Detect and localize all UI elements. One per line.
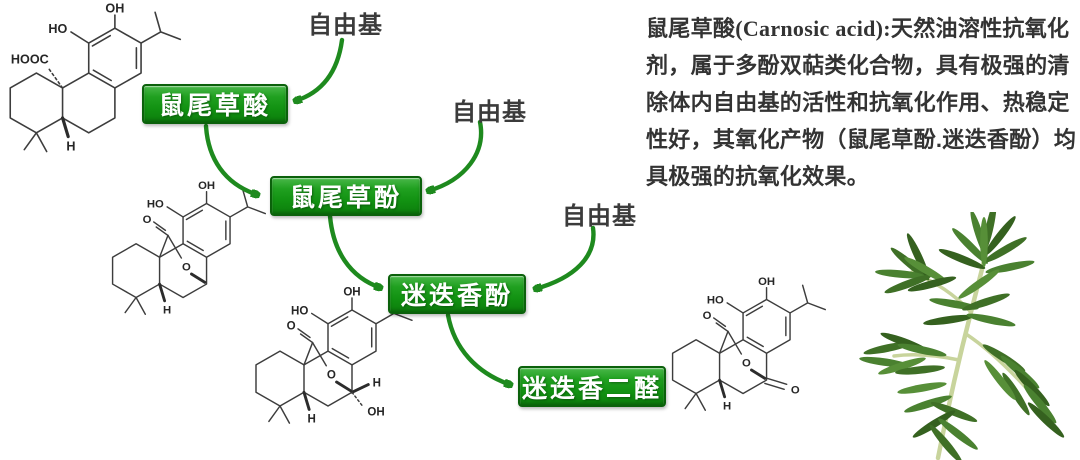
free-radical-label-3: 自由基 <box>562 203 637 230</box>
atom-label: H <box>163 304 171 316</box>
atom-label: O <box>742 358 751 370</box>
carnosic-acid-structure: OH HO HOOC H <box>9 2 182 154</box>
atom-label: H <box>66 140 75 154</box>
node-rosmarin-dialdehyde: 迷迭香二醛 <box>518 366 666 407</box>
atom-label: H <box>373 377 381 389</box>
atom-label: O <box>791 384 800 396</box>
rosemary-leaves <box>859 212 1065 460</box>
atom-label: O <box>287 321 296 333</box>
description-title-cn: 鼠尾草酸 <box>646 16 736 41</box>
atom-label: O <box>182 262 191 274</box>
arrow-rosmanol-to-dialdehyde <box>445 312 511 385</box>
atom-label: H <box>308 413 316 425</box>
atom-label: OH <box>367 406 384 418</box>
atom-label: HOOC <box>11 53 49 67</box>
rosemary-photo <box>859 212 1065 460</box>
arrow-carnosol-to-rosmanol <box>327 213 381 288</box>
atom-label: OH <box>105 2 124 15</box>
oxo-compound-structure: OH HO O O H O <box>671 276 827 412</box>
atom-label: HO <box>147 199 164 211</box>
atom-label: O <box>703 310 712 322</box>
node-carnosic-acid: 鼠尾草酸 <box>142 84 288 124</box>
rosmanol-structure: OH HO O O H H OH <box>255 286 413 425</box>
arrow-radical1-to-carnosic-acid <box>295 37 345 101</box>
arrow-radical2-to-carnosol <box>428 119 484 191</box>
description-body: 天然油溶性抗氧化剂，属于多酚双萜类化合物，具有极强的清除体内自由基的活性和抗氧化… <box>646 16 1077 189</box>
carnosol-structure: OH HO O O H <box>111 180 267 316</box>
description-title-en: (Carnosic acid): <box>735 16 891 41</box>
node-rosmanol: 迷迭香酚 <box>388 274 526 314</box>
arrow-radical3-to-rosmanol <box>535 225 596 289</box>
atom-label: HO <box>291 305 308 317</box>
atom-label: HO <box>48 22 67 36</box>
description-panel: 鼠尾草酸(Carnosic acid):天然油溶性抗氧化剂，属于多酚双萜类化合物… <box>646 10 1078 195</box>
free-radical-label-2: 自由基 <box>452 99 527 126</box>
node-carnosol: 鼠尾草酚 <box>270 176 422 216</box>
aromatic-ring <box>87 27 142 89</box>
atom-label: HO <box>707 295 724 307</box>
free-radical-label-1: 自由基 <box>308 12 383 39</box>
atom-label: OH <box>758 276 775 288</box>
atom-label: OH <box>198 180 215 192</box>
atom-label: O <box>327 370 336 382</box>
atom-label: H <box>723 400 731 412</box>
atom-label: OH <box>343 286 360 298</box>
atom-label: O <box>143 214 152 226</box>
